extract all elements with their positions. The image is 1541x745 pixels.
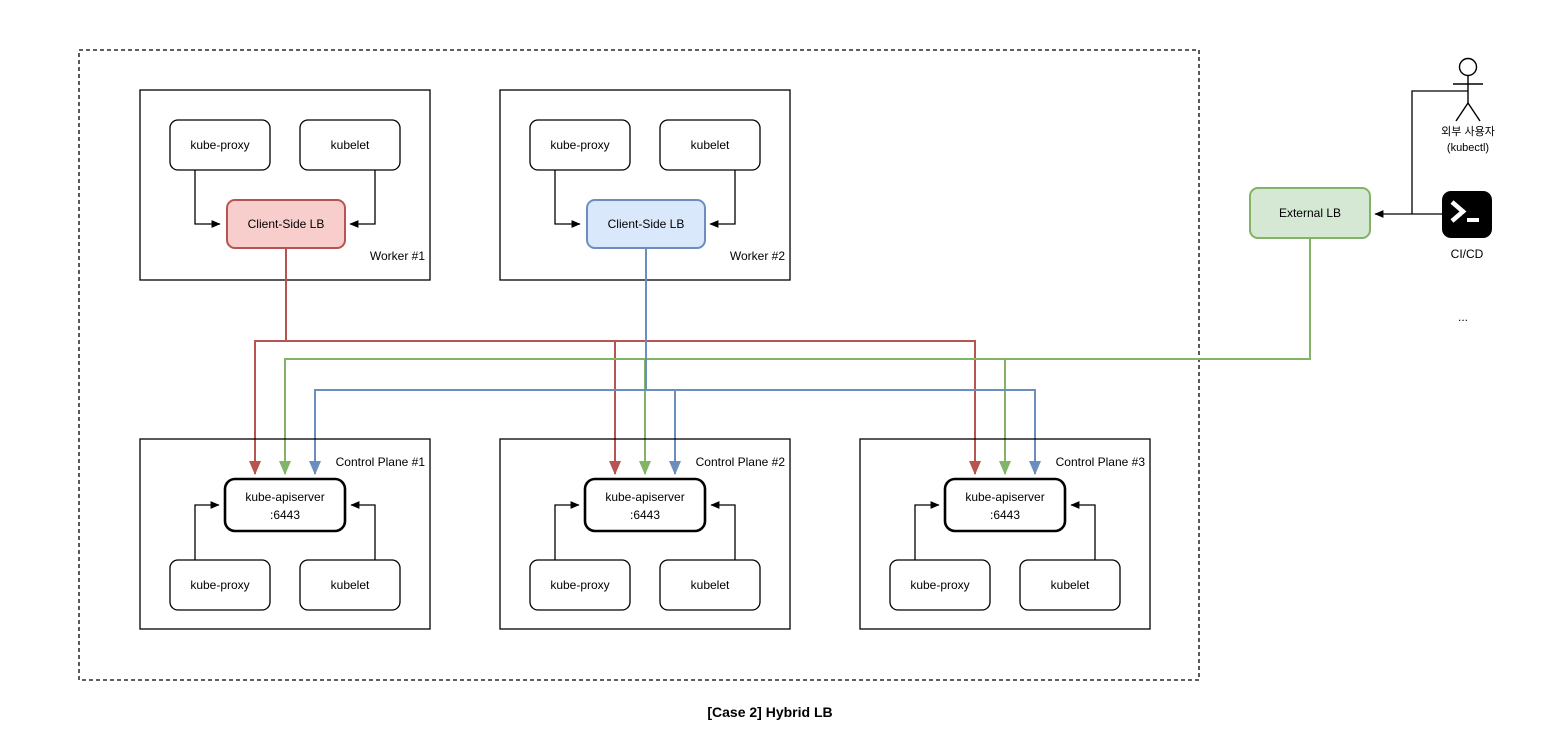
kubelet-label: kubelet	[691, 578, 730, 592]
kube-proxy-to-apiserver-arrow	[554, 501, 580, 560]
kube-proxy-label: kube-proxy	[910, 578, 969, 592]
actor-leg-left	[1455, 102, 1469, 122]
worker1-lb-route-cp1	[249, 248, 287, 475]
external-lb-route-cp1	[279, 238, 1311, 475]
terminal-prompt-chevron	[1450, 200, 1467, 223]
kubelet-label: kubelet	[331, 138, 370, 152]
control-plane-label: Control Plane #1	[336, 455, 426, 469]
kube-proxy-label: kube-proxy	[190, 578, 249, 592]
external-lb-node	[1249, 187, 1371, 239]
client-side-lb-label: Client-Side LB	[608, 217, 685, 231]
user-to-external-lb-line	[1411, 90, 1468, 214]
kubelet-label: kubelet	[331, 578, 370, 592]
kubelet-to-lb-arrow	[349, 170, 376, 228]
diagram-title: [Case 2] Hybrid LB	[707, 704, 832, 720]
kube-apiserver-label: kube-apiserver	[605, 490, 684, 504]
kubelet-to-apiserver-arrow	[1070, 501, 1096, 560]
kubelet-to-apiserver-arrow	[350, 501, 376, 560]
kube-proxy-node	[169, 119, 271, 171]
kube-apiserver-port: :6443	[630, 508, 660, 522]
kube-proxy-node	[889, 559, 991, 611]
kube-apiserver-node	[223, 477, 347, 533]
kube-proxy-to-apiserver-arrow	[194, 501, 220, 560]
kubelet-to-apiserver-arrow	[710, 501, 736, 560]
kube-proxy-to-lb-arrow	[554, 170, 581, 228]
external-user-label-line2: (kubectl)	[1447, 142, 1489, 154]
external-user-actor-icon	[1453, 57, 1483, 122]
kubelet-label: kubelet	[1051, 578, 1090, 592]
kubelet-to-lb-arrow	[709, 170, 736, 228]
worker2-lb-route-cp3	[645, 248, 1041, 475]
worker-2-group: Worker #2 kube-proxy kubelet Client-Side…	[499, 89, 791, 281]
worker-label: Worker #2	[730, 249, 785, 263]
control-plane-box	[859, 438, 1151, 630]
lb-routes	[249, 238, 1311, 475]
kubelet-node	[659, 559, 761, 611]
worker2-lb-route-cp2	[645, 248, 681, 475]
kube-proxy-node	[529, 119, 631, 171]
worker-1-group: Worker #1 kube-proxy kubelet Client-Side…	[139, 89, 431, 281]
kube-proxy-node	[169, 559, 271, 611]
control-plane-box	[139, 438, 431, 630]
control-plane-1-group: Control Plane #1 kube-apiserver :6443 ku…	[139, 438, 431, 630]
external-lb-route-cp3	[999, 238, 1311, 475]
control-plane-label: Control Plane #2	[696, 455, 786, 469]
terminal-icon	[1442, 191, 1492, 238]
worker-label: Worker #1	[370, 249, 425, 263]
terminal-icon-background	[1442, 191, 1492, 238]
kube-proxy-label: kube-proxy	[550, 578, 609, 592]
kube-apiserver-label: kube-apiserver	[965, 490, 1044, 504]
kube-apiserver-label: kube-apiserver	[245, 490, 324, 504]
kube-proxy-label: kube-proxy	[550, 138, 609, 152]
control-plane-box	[499, 438, 791, 630]
kube-apiserver-port: :6443	[270, 508, 300, 522]
kubelet-node	[1019, 559, 1121, 611]
actor-leg-right	[1467, 102, 1481, 122]
kube-apiserver-port: :6443	[990, 508, 1020, 522]
kube-apiserver-node	[583, 477, 707, 533]
kubelet-node	[299, 119, 401, 171]
external-access-group: 외부 사용자 (kubectl) External LB CI/CD ...	[1249, 57, 1495, 324]
control-plane-3-group: Control Plane #3 kube-apiserver :6443 ku…	[859, 438, 1151, 630]
kube-proxy-to-lb-arrow	[194, 170, 221, 228]
worker1-lb-route-cp3	[285, 248, 981, 475]
client-side-lb-label: Client-Side LB	[248, 217, 325, 231]
kube-apiserver-node	[943, 477, 1067, 533]
actor-head	[1458, 57, 1478, 77]
external-user-label-line1: 외부 사용자	[1441, 125, 1495, 138]
control-plane-2-group: Control Plane #2 kube-apiserver :6443 ku…	[499, 438, 791, 630]
kubelet-node	[299, 559, 401, 611]
cicd-label: CI/CD	[1451, 247, 1484, 261]
ellipsis-label: ...	[1458, 310, 1468, 324]
worker2-lb-route-cp1	[309, 248, 647, 475]
kube-proxy-to-apiserver-arrow	[914, 501, 940, 560]
cluster-boundary	[78, 49, 1200, 681]
control-plane-label: Control Plane #3	[1056, 455, 1146, 469]
kube-proxy-node	[529, 559, 631, 611]
kubelet-node	[659, 119, 761, 171]
worker1-lb-route-cp2	[285, 248, 621, 475]
kube-proxy-label: kube-proxy	[190, 138, 249, 152]
kubelet-label: kubelet	[691, 138, 730, 152]
external-lb-label: External LB	[1279, 206, 1341, 220]
